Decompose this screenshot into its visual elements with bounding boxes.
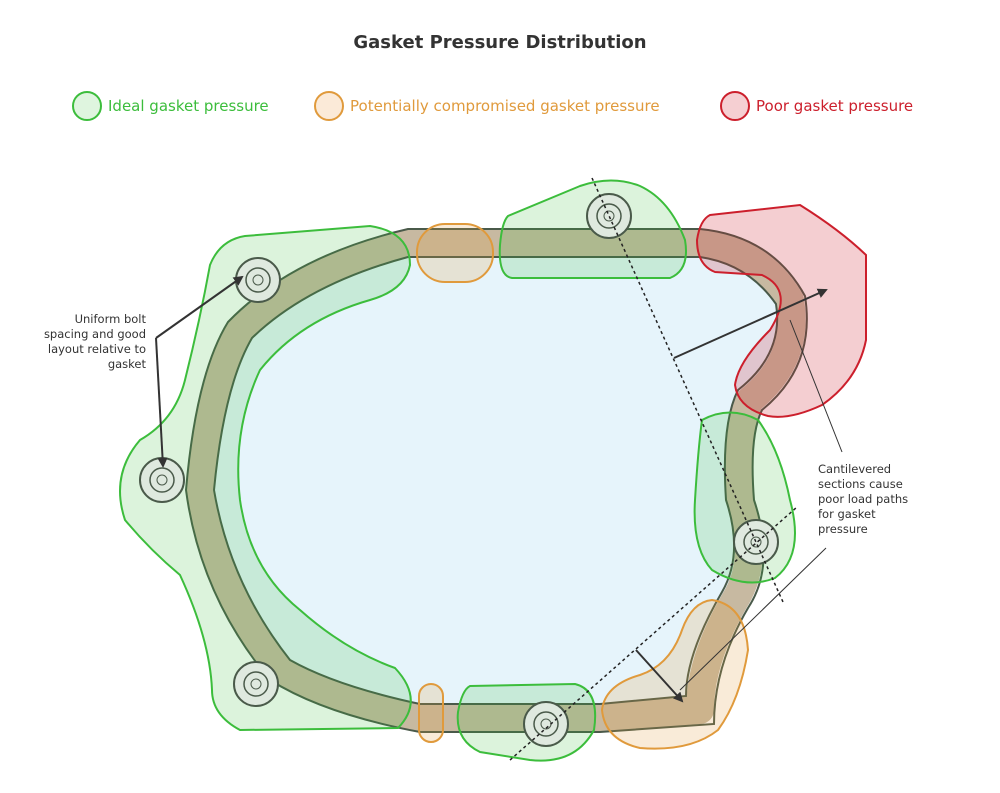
left-callout-arrow-2	[155, 337, 168, 468]
leader-line-upper	[789, 319, 843, 453]
legend-label-ideal: Ideal gasket pressure	[108, 97, 269, 115]
bolt-left	[139, 457, 185, 503]
callout-uniform-bolt-spacing: Uniform bolt spacing and good layout rel…	[43, 312, 146, 371]
sealed-interior	[200, 243, 792, 718]
legend-item-ideal: Ideal gasket pressure	[72, 89, 269, 123]
compromised-zone-top	[416, 223, 494, 283]
gasket-band	[186, 229, 806, 732]
compromised-zone-bottom-right	[600, 598, 750, 750]
bolt-top	[586, 193, 632, 239]
callout-cantilevered-sections: Cantilevered sections cause poor load pa…	[818, 462, 909, 536]
legend-item-compromised: Potentially compromised gasket pressure	[314, 89, 660, 123]
gasket-outer-edge	[184, 228, 808, 733]
bolt-bottom	[523, 701, 569, 747]
legend-swatch-poor	[720, 91, 750, 121]
diagram-title: Gasket Pressure Distribution	[353, 32, 647, 53]
legend-swatch-compromised	[314, 91, 344, 121]
leader-line-lower	[679, 547, 827, 691]
bolt-top-left	[235, 257, 281, 303]
ideal-zone-left	[119, 224, 412, 732]
bolt-bottom-left	[233, 661, 279, 707]
dotted-line-bottom-right	[509, 506, 798, 761]
compromised-zone-bottom-small	[418, 683, 444, 743]
legend-swatch-ideal	[72, 91, 102, 121]
right-arrow-compromised	[635, 649, 684, 703]
gasket-inner-edge	[212, 256, 779, 705]
left-callout-arrow-1	[155, 275, 244, 339]
legend-item-poor: Poor gasket pressure	[720, 89, 913, 123]
legend-label-compromised: Potentially compromised gasket pressure	[350, 97, 660, 115]
right-arrow-poor	[673, 288, 828, 359]
legend-label-poor: Poor gasket pressure	[756, 97, 914, 115]
